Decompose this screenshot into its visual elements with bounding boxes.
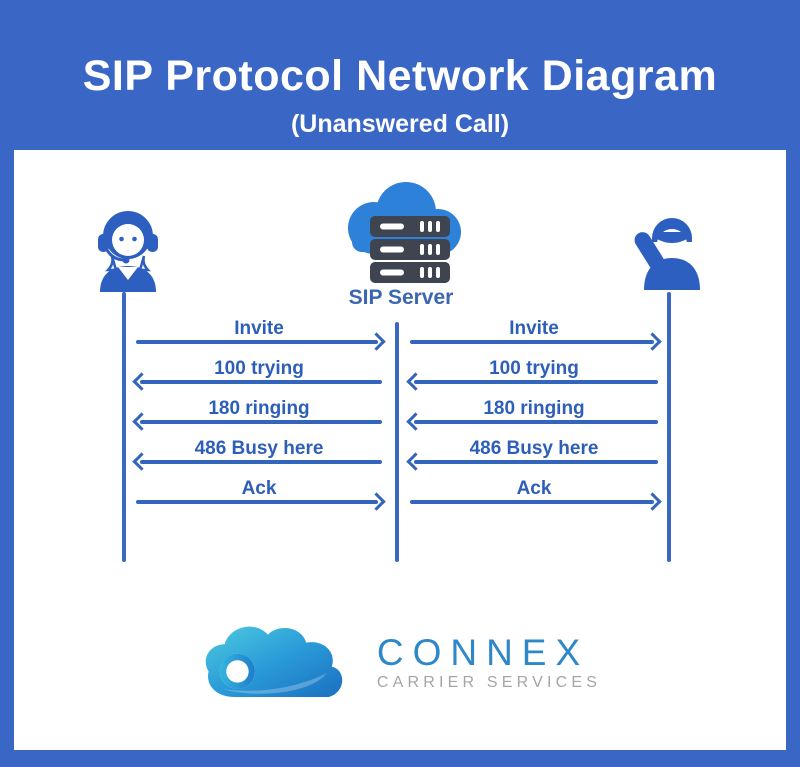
arrow-right-icon — [408, 332, 662, 351]
page-subtitle: (Unanswered Call) — [290, 110, 510, 138]
message-invite: Invite — [134, 318, 386, 352]
message-label: 100 trying — [489, 358, 579, 379]
arrow-left-icon — [132, 452, 384, 471]
message-label: 180 ringing — [208, 398, 310, 419]
arrow-left-icon — [406, 372, 660, 391]
message-100-trying: 100 trying — [132, 358, 384, 392]
message-label: 100 trying — [214, 358, 304, 379]
message-label: 180 ringing — [483, 398, 585, 419]
page-title: SIP Protocol Network Diagram — [82, 52, 718, 100]
diagram-panel: SIP Server Invite — [14, 150, 786, 750]
lifeline-caller-agent — [122, 292, 126, 562]
cloud-logo-icon — [205, 626, 343, 697]
arrow-right-icon — [408, 492, 662, 511]
arrow-left-icon — [406, 452, 660, 471]
message-label: Ack — [241, 478, 277, 499]
message-label: 486 Busy here — [469, 438, 599, 459]
person-phone-icon — [632, 208, 710, 295]
cloud-server-icon — [336, 180, 466, 289]
message-invite: Invite — [408, 318, 662, 352]
logo-brand: CONNEX — [376, 631, 590, 673]
message-486-busy: 486 Busy here — [132, 438, 384, 472]
message-180-ringing: 180 ringing — [406, 398, 660, 432]
logo-text: CONNEX CARRIER SERVICES — [376, 631, 602, 693]
sip-server-label: SIP Server — [348, 286, 454, 309]
message-180-ringing: 180 ringing — [132, 398, 384, 432]
message-label: Invite — [509, 318, 559, 339]
arrow-left-icon — [406, 412, 660, 431]
message-label: 486 Busy here — [194, 438, 324, 459]
message-486-busy: 486 Busy here — [406, 438, 660, 472]
footer-logo: CONNEX CARRIER SERVICES — [14, 608, 786, 718]
message-100-trying: 100 trying — [406, 358, 660, 392]
arrow-left-icon — [132, 372, 384, 391]
message-label: Invite — [234, 318, 284, 339]
lifeline-sip-server — [395, 322, 399, 562]
arrow-right-icon — [134, 492, 386, 511]
message-ack: Ack — [408, 478, 662, 512]
arrow-left-icon — [132, 412, 384, 431]
message-label: Ack — [516, 478, 552, 499]
arrow-right-icon — [134, 332, 386, 351]
message-ack: Ack — [134, 478, 386, 512]
header: SIP Protocol Network Diagram (Unanswered… — [0, 0, 800, 150]
agent-headset-icon — [90, 206, 166, 297]
logo-tagline: CARRIER SERVICES — [376, 674, 602, 692]
lifeline-callee — [667, 292, 671, 562]
